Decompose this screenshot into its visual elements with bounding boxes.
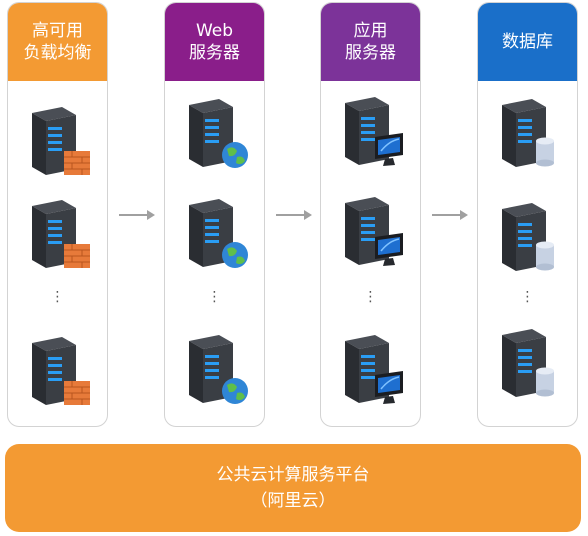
column-header-load-balancer: 高可用 负载均衡 <box>8 3 107 81</box>
ellipsis-marker: ⋮ <box>520 289 535 305</box>
load-balancer-server-1 <box>32 107 90 175</box>
column-load-balancer: 高可用 负载均衡 <box>7 2 108 427</box>
monitor-icon <box>375 133 403 166</box>
database-icon <box>536 137 554 167</box>
column-database: 数据库 <box>477 2 578 427</box>
column-header-database: 数据库 <box>478 3 577 81</box>
app-server-1 <box>345 97 403 166</box>
firewall-icon <box>64 244 90 268</box>
globe-icon <box>222 378 248 404</box>
arrow-right-icon <box>119 210 155 220</box>
app-server-2 <box>345 197 403 266</box>
column-app-servers: 应用 服务器 <box>320 2 421 427</box>
load-balancer-server-3 <box>32 337 90 405</box>
monitor-icon <box>375 233 403 266</box>
database-server-2 <box>502 203 554 271</box>
web-server-3 <box>189 335 248 404</box>
ellipsis-marker: ⋮ <box>207 289 222 305</box>
monitor-icon <box>375 371 403 404</box>
load-balancer-server-2 <box>32 200 90 268</box>
server-tower-icon <box>502 329 546 397</box>
ellipsis-marker: ⋮ <box>363 289 378 305</box>
globe-icon <box>222 142 248 168</box>
database-icon <box>536 367 554 397</box>
column-web-servers: Web 服务器 <box>164 2 265 427</box>
web-server-2 <box>189 199 248 268</box>
column-header-app-servers: 应用 服务器 <box>321 3 420 81</box>
ellipsis-marker: ⋮ <box>50 289 65 305</box>
globe-icon <box>222 242 248 268</box>
firewall-icon <box>64 151 90 175</box>
database-icon <box>536 241 554 271</box>
arrow-right-icon <box>432 210 468 220</box>
database-server-3 <box>502 329 554 397</box>
platform-provider: （阿里云） <box>250 491 336 511</box>
app-server-3 <box>345 335 403 404</box>
arrow-right-icon <box>276 210 312 220</box>
database-server-1 <box>502 99 554 167</box>
web-server-1 <box>189 99 248 168</box>
firewall-icon <box>64 381 90 405</box>
server-tower-icon <box>502 203 546 271</box>
cloud-platform-bar: 公共云计算服务平台 （阿里云） <box>5 444 581 532</box>
platform-title: 公共云计算服务平台 <box>216 465 370 485</box>
column-header-web-servers: Web 服务器 <box>165 3 264 81</box>
